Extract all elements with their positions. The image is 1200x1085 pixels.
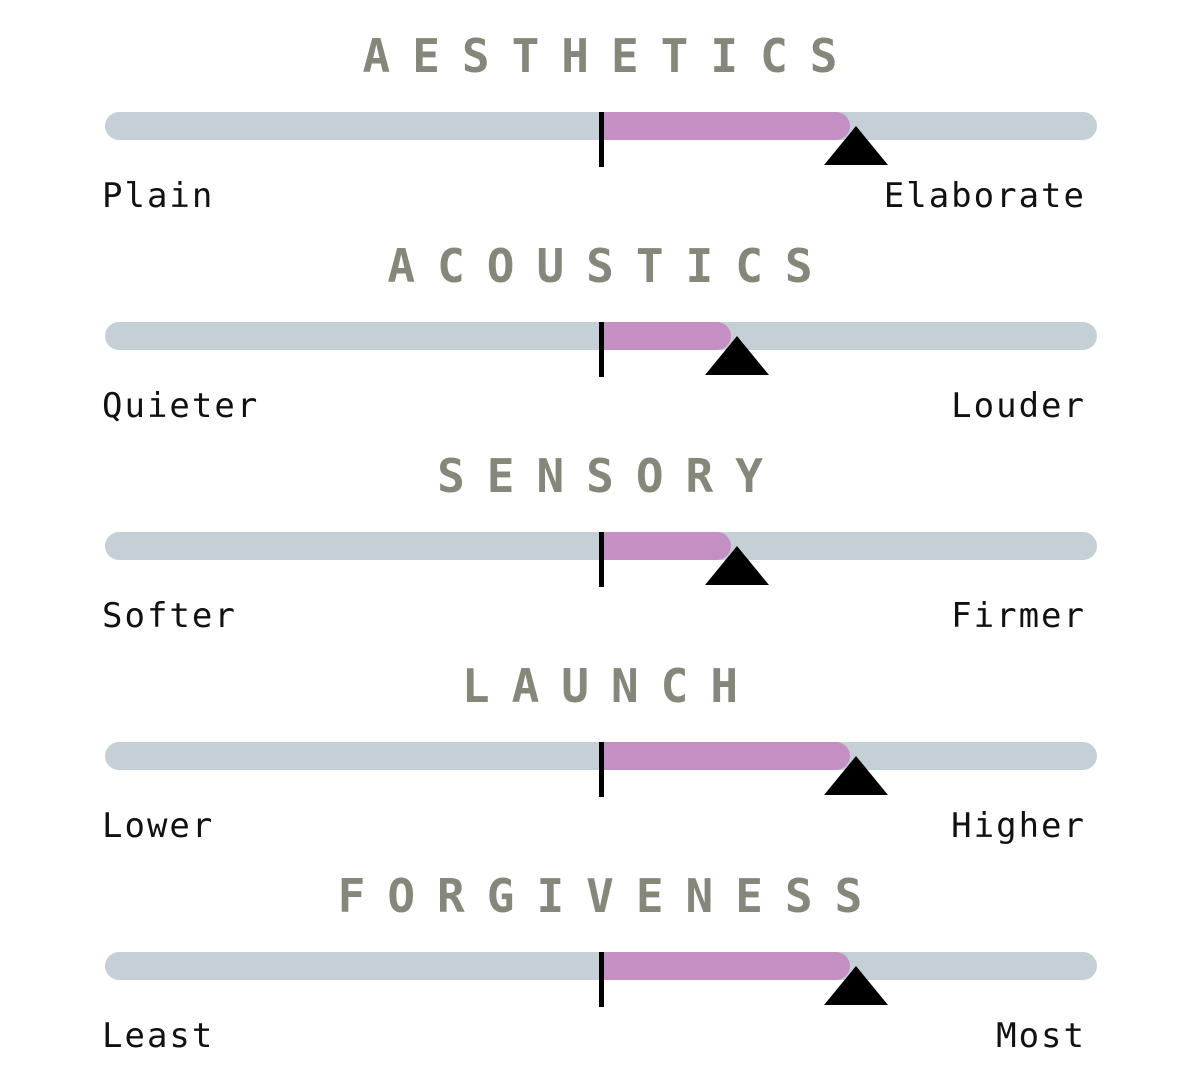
scale-min-label: Softer: [102, 596, 237, 636]
scale-min-label: Quieter: [102, 386, 260, 426]
scale-fill: [602, 952, 850, 980]
triangle-pointer-icon: [704, 546, 769, 585]
scale-min-label: Least: [102, 1016, 215, 1056]
scale-acoustics: ACOUSTICS Quieter Louder: [0, 210, 1200, 426]
triangle-pointer-icon: [824, 966, 888, 1005]
center-marker: [599, 952, 604, 1007]
center-marker: [599, 742, 604, 797]
scale-aesthetics: AESTHETICS Plain Elaborate: [0, 0, 1200, 216]
scale-forgiveness: FORGIVENESS Least Most: [0, 840, 1200, 1056]
scale-sensory: SENSORY Softer Firmer: [0, 420, 1200, 636]
scale-launch: LAUNCH Lower Higher: [0, 630, 1200, 846]
scale-min-label: Plain: [102, 176, 215, 216]
scale-max-label: Firmer: [951, 596, 1086, 636]
center-marker: [599, 112, 604, 167]
scale-max-label: Higher: [951, 806, 1086, 846]
scale-max-label: Elaborate: [883, 176, 1086, 216]
scale-title: SENSORY: [437, 449, 785, 503]
scale-max-label: Most: [996, 1016, 1086, 1056]
triangle-pointer-icon: [704, 336, 769, 375]
scale-fill: [602, 112, 850, 140]
triangle-pointer-icon: [824, 126, 888, 165]
scale-max-label: Louder: [951, 386, 1086, 426]
scale-title: ACOUSTICS: [387, 239, 835, 293]
scale-fill: [602, 742, 850, 770]
scale-title: AESTHETICS: [362, 29, 860, 83]
scale-title: LAUNCH: [461, 659, 761, 713]
center-marker: [599, 322, 604, 377]
scale-title: FORGIVENESS: [337, 869, 885, 923]
scale-min-label: Lower: [102, 806, 215, 846]
center-marker: [599, 532, 604, 587]
triangle-pointer-icon: [824, 756, 888, 795]
